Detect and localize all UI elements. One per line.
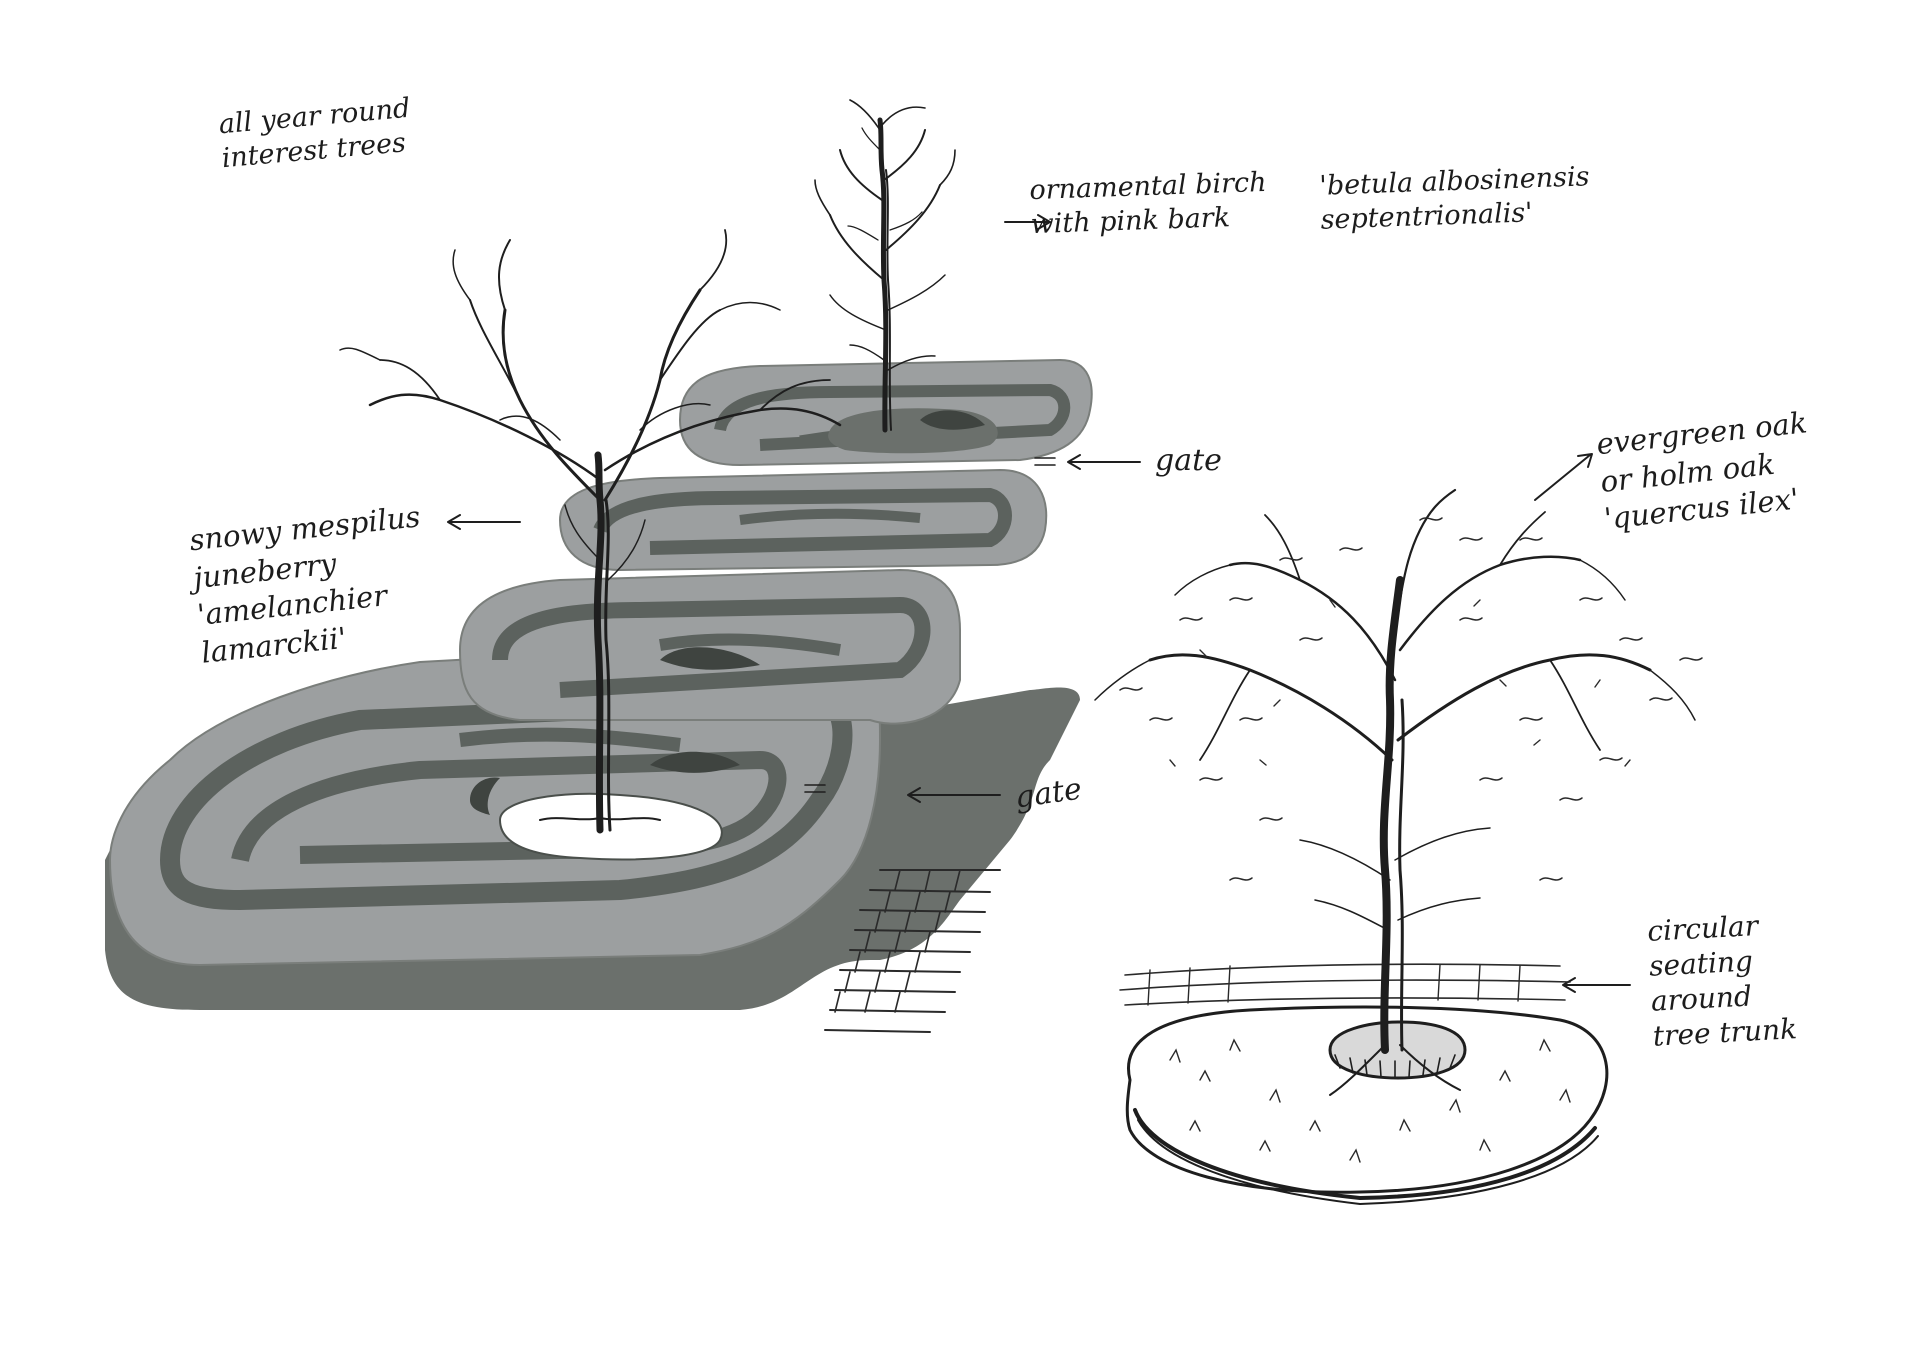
groove bbox=[714, 383, 1071, 451]
mespilus-note: snowy mespilus juneberry 'amelanchier la… bbox=[187, 499, 422, 670]
birch-common-name-note: ornamental birch with pink bark bbox=[1028, 166, 1267, 240]
gate-mark-lower bbox=[804, 784, 826, 793]
arrow-gate-upper bbox=[1067, 454, 1141, 470]
planter-top-middle bbox=[458, 568, 961, 725]
groove bbox=[492, 596, 931, 698]
groove bbox=[593, 487, 1012, 555]
leaf-insert bbox=[920, 410, 985, 430]
holm-oak-tree bbox=[1094, 488, 1696, 1096]
oak-note: evergreen oak or holm oak 'quercus ilex' bbox=[1594, 405, 1809, 537]
arrows bbox=[447, 214, 1631, 993]
oak-paving bbox=[1119, 963, 1571, 1006]
birch-tree bbox=[814, 99, 956, 433]
groove bbox=[159, 689, 853, 911]
ground-disc-edge bbox=[1137, 1119, 1599, 1205]
arrow-seating bbox=[1562, 977, 1631, 993]
oak-seating-sketch bbox=[1094, 488, 1703, 1205]
arrow-gate-lower bbox=[907, 787, 1001, 803]
leaf-insert bbox=[660, 647, 760, 670]
seating-note: circular seating around tree trunk bbox=[1646, 909, 1798, 1053]
circular-seat bbox=[1328, 1020, 1467, 1080]
gate-upper-label: gate bbox=[1155, 443, 1222, 478]
arrow-oak bbox=[1534, 453, 1593, 501]
wavy-planter bbox=[105, 358, 1093, 1010]
leaf-insert bbox=[650, 751, 740, 773]
arrow-birch bbox=[1004, 214, 1051, 230]
birch-latin-name-note: 'betula albosinensis septentrionalis' bbox=[1318, 161, 1590, 236]
grass-scribbles bbox=[1169, 1038, 1571, 1163]
groove bbox=[739, 508, 921, 525]
planter-top-upper-middle bbox=[558, 468, 1048, 572]
groove bbox=[659, 633, 841, 656]
paving-pattern bbox=[824, 869, 1001, 1033]
arrow-mespilus bbox=[447, 514, 521, 530]
gate-mark-upper bbox=[1034, 457, 1056, 466]
juneberry-tree bbox=[339, 229, 842, 834]
groove bbox=[459, 727, 681, 752]
leaf-insert bbox=[470, 777, 500, 815]
ground-disc-edge bbox=[1133, 1108, 1597, 1200]
oak-foliage bbox=[1119, 517, 1703, 881]
